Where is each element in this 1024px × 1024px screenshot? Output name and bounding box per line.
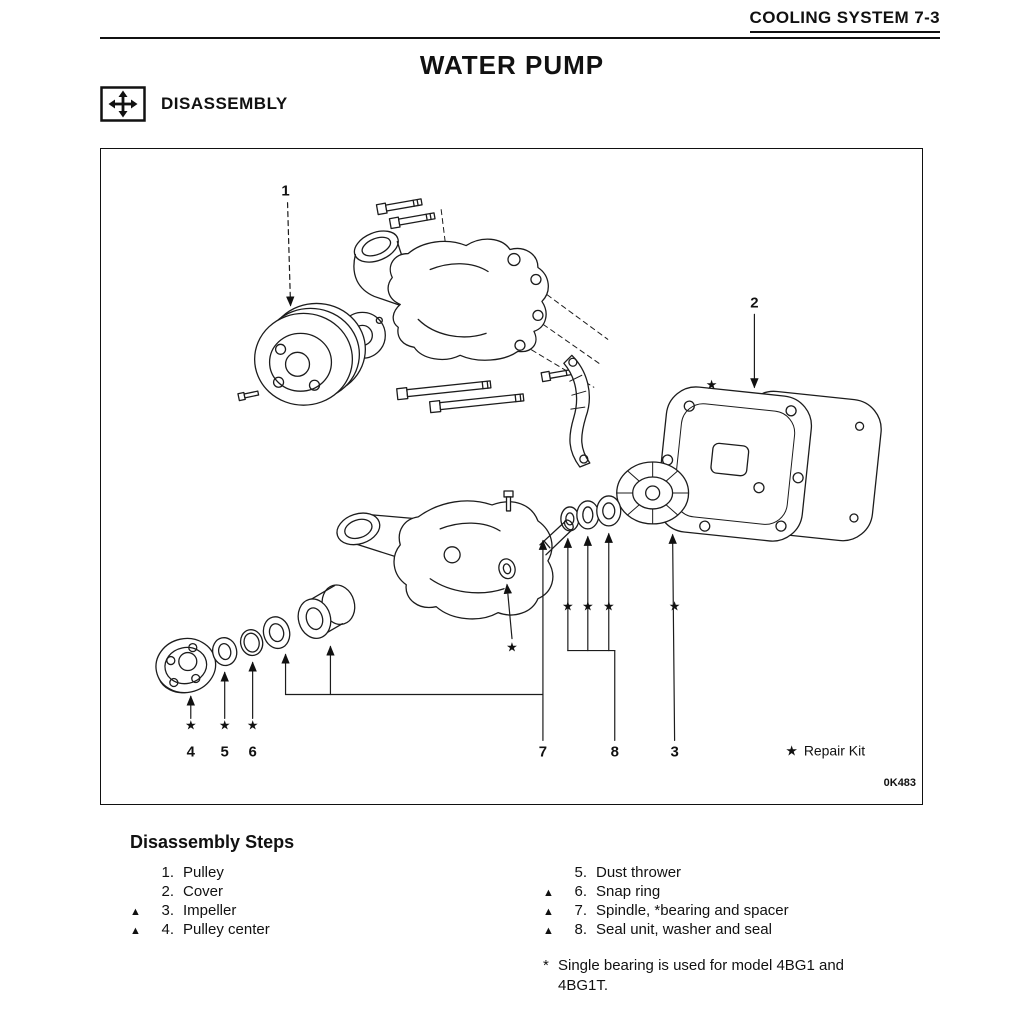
move-arrows-icon [100, 86, 146, 122]
bearing-part [262, 616, 291, 650]
repair-kit-star-icon: ★ [185, 717, 197, 732]
step-item-6: ▲ 6. Snap ring [543, 883, 789, 902]
disassembly-section-header: DISASSEMBLY [100, 86, 288, 122]
repair-kit-star-icon: ★ [582, 599, 594, 614]
pulley-part [253, 302, 367, 406]
step-item-3: ▲ 3. Impeller [130, 902, 270, 921]
bolt [375, 198, 423, 216]
small-screw [237, 390, 260, 402]
repair-kit-label: Repair Kit [804, 742, 865, 758]
lower-pump-assembly [336, 490, 574, 620]
repair-marker-triangle: ▲ [543, 887, 554, 899]
spacer-bearing-part [297, 584, 356, 639]
top-bolt [503, 490, 514, 512]
steps-column-left: 1. Pulley 2. Cover ▲ 3. Impeller ▲ 4. Pu… [130, 864, 270, 940]
step-number: 8. [574, 921, 587, 938]
cover-plate [656, 386, 813, 542]
step-number: 4. [161, 921, 174, 938]
callout-7: 7 [539, 743, 547, 760]
repair-kit-legend: ★ Repair Kit [785, 742, 865, 758]
callout-5: 5 [221, 743, 229, 760]
step-label: Snap ring [596, 883, 661, 900]
short-bolt [540, 368, 573, 383]
repair-kit-star-icon: ★ [706, 377, 718, 392]
step-number: 1. [161, 864, 174, 881]
callout-leaders [186, 202, 759, 741]
step-label: Pulley [183, 864, 224, 881]
step-label: Impeller [183, 902, 237, 919]
upper-pump-assembly [338, 230, 549, 361]
callout-8: 8 [611, 743, 619, 760]
impeller-part [616, 461, 690, 525]
step-label: Seal unit, washer and seal [596, 921, 772, 938]
callout-3: 3 [670, 743, 678, 760]
repair-kit-star-icon: ★ [506, 640, 518, 655]
repair-kit-star-icon: ★ [669, 599, 681, 614]
step-item-7: ▲ 7. Spindle, *bearing and spacer [543, 902, 789, 921]
footnote-text: Single bearing is used for model 4BG1 an… [558, 957, 845, 994]
repair-kit-star-icon: ★ [247, 717, 259, 732]
step-label: Dust thrower [596, 864, 682, 881]
section-label: DISASSEMBLY [161, 94, 288, 113]
step-item-1: 1. Pulley [130, 864, 270, 883]
page-header: COOLING SYSTEM 7-3 [100, 8, 940, 33]
long-bolt [428, 393, 525, 414]
header-title: COOLING SYSTEM 7-3 [749, 8, 940, 33]
repair-marker-triangle: ▲ [543, 925, 554, 937]
callout-4: 4 [187, 743, 196, 760]
repair-marker-triangle: ▲ [543, 906, 554, 918]
step-number: 5. [574, 864, 587, 881]
step-label: Pulley center [183, 921, 270, 938]
step-number: 2. [161, 883, 174, 900]
dust-thrower-part [211, 637, 238, 667]
figure-code: 0K483 [884, 777, 916, 789]
star-icon: ★ [785, 742, 798, 758]
callout-6: 6 [248, 743, 256, 760]
step-number: 6. [574, 883, 587, 900]
repair-kit-star-icon: ★ [219, 717, 231, 732]
exploded-view-figure: 1 2 3 4 5 6 7 8 ★ ★ ★ ★ ★ ★ ★ ★ ★ [100, 148, 923, 805]
callout-1: 1 [281, 183, 289, 200]
long-bolt [396, 380, 492, 401]
gasket-strip [563, 354, 591, 468]
header-rule [100, 37, 940, 39]
snap-ring-part [239, 629, 264, 657]
step-number: 3. [161, 902, 174, 919]
seal-unit-parts [560, 495, 622, 532]
steps-column-right: 5. Dust thrower ▲ 6. Snap ring ▲ 7. Spin… [543, 864, 789, 940]
water-pump-diagram: 1 2 3 4 5 6 7 8 ★ ★ ★ ★ ★ ★ ★ ★ ★ [155, 183, 916, 789]
repair-kit-star-icon: ★ [562, 599, 574, 614]
footnote-asterisk: * [543, 957, 549, 974]
step-item-8: ▲ 8. Seal unit, washer and seal [543, 921, 789, 940]
repair-marker-triangle: ▲ [130, 906, 141, 918]
step-number: 7. [574, 902, 587, 919]
step-item-4: ▲ 4. Pulley center [130, 921, 270, 940]
repair-kit-star-icon: ★ [603, 599, 615, 614]
step-item-2: 2. Cover [130, 883, 270, 902]
footnote: * Single bearing is used for model 4BG1 … [543, 956, 844, 996]
pulley-center-part [155, 637, 217, 694]
callout-2: 2 [750, 294, 758, 311]
bolt [388, 212, 436, 230]
step-label: Spindle, *bearing and spacer [596, 902, 789, 919]
step-item-5: 5. Dust thrower [543, 864, 789, 883]
step-label: Cover [183, 883, 224, 900]
page-title: WATER PUMP [419, 50, 605, 80]
repair-marker-triangle: ▲ [130, 925, 141, 937]
steps-heading: Disassembly Steps [130, 832, 295, 852]
